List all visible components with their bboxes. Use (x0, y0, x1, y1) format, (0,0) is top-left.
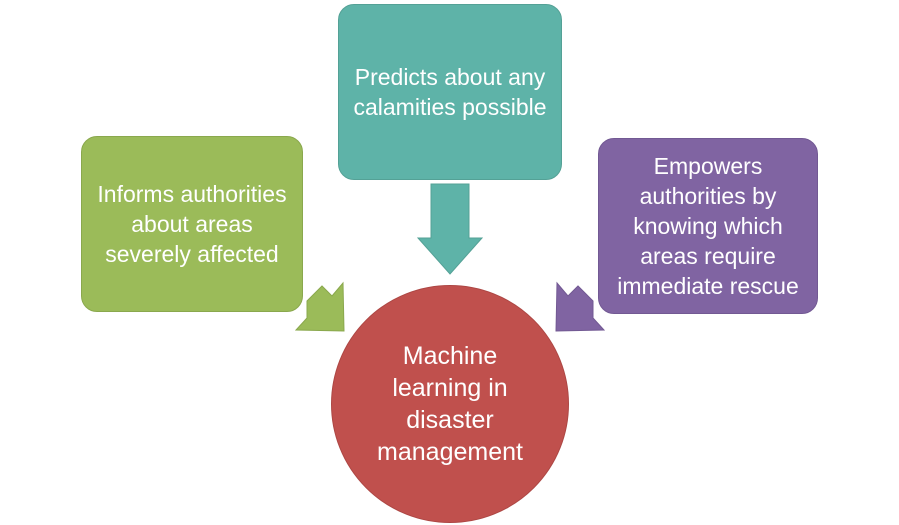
node-empowers-authorities: Empowers authorities by knowing which ar… (598, 138, 818, 314)
node-informs-authorities: Informs authorities about areas severely… (81, 136, 303, 312)
center-node: Machine learning in disaster management (331, 285, 569, 523)
node-informs-authorities-label: Informs authorities about areas severely… (97, 181, 287, 267)
arrow-right-to-center (555, 281, 606, 332)
arrow-left-to-center (294, 281, 345, 332)
node-predicts-calamities: Predicts about any calamities possible (338, 4, 562, 180)
node-empowers-authorities-label: Empowers authorities by knowing which ar… (617, 153, 799, 299)
node-predicts-calamities-label: Predicts about any calamities possible (353, 64, 547, 120)
arrow-top-to-center (416, 183, 484, 275)
center-node-label: Machine learning in disaster management (377, 342, 523, 466)
